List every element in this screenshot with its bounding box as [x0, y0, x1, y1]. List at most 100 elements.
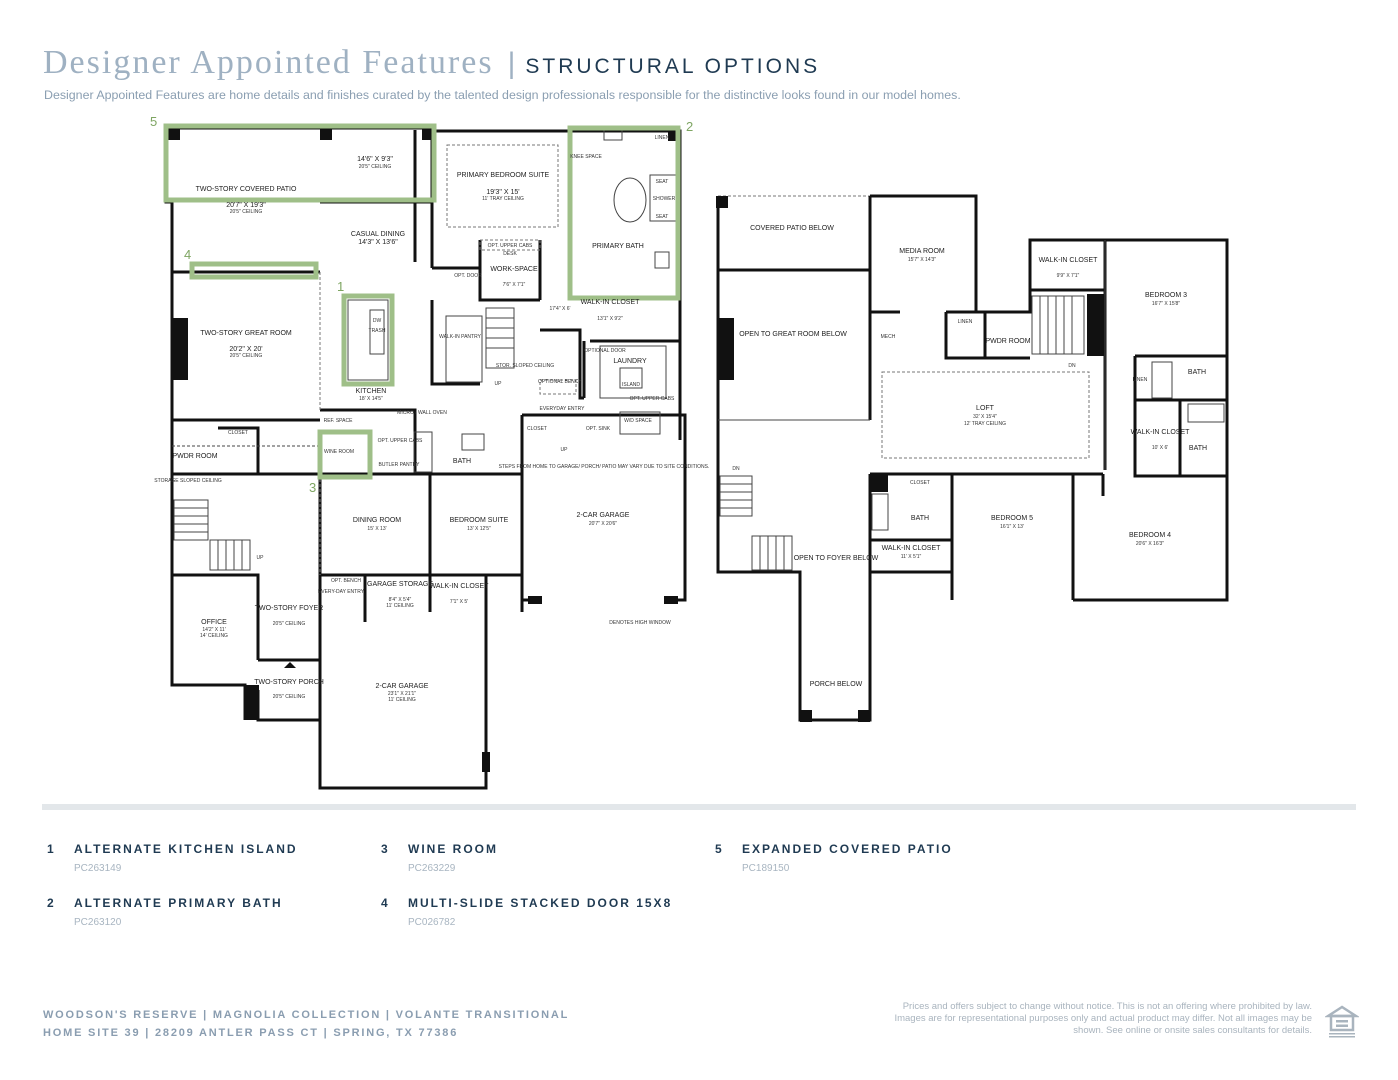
label: TRASH: [369, 328, 386, 334]
label: MICRO / WALL OVEN: [397, 410, 447, 416]
label: WALK-IN CLOSET: [882, 545, 942, 552]
label: OPEN TO GREAT ROOM BELOW: [739, 331, 847, 338]
label: LINEN: [655, 135, 670, 141]
first-floor-plan: 5 2 4 1 3 14'6" X 9'3" 20'5" CEILING TWO…: [150, 114, 710, 790]
option-1-highlight: [341, 293, 395, 387]
label: REF. SPACE: [324, 418, 353, 424]
callout-2: 2: [686, 119, 693, 134]
label: OPT. UPPER CABS: [378, 438, 423, 444]
header: Designer Appointed Features | STRUCTURAL…: [43, 44, 820, 88]
label: BATH: [453, 458, 471, 465]
label: 14'2" X 11': [202, 627, 225, 633]
option-3-highlight: [317, 429, 373, 480]
label: BEDROOM 3: [1145, 292, 1187, 299]
label: OPEN TO FOYER BELOW: [794, 555, 879, 562]
label: OPT. SINK: [586, 426, 611, 432]
label: 18' X 14'5": [359, 396, 383, 402]
label: SEAT: [656, 214, 669, 220]
label: 14'3" X 13'6": [358, 239, 398, 246]
label: OPTIONAL BENCH: [538, 379, 582, 385]
callout-4: 4: [184, 247, 191, 262]
label: TWO-STORY FOYER: [255, 605, 323, 612]
label: 14'6" X 9'3": [357, 156, 393, 163]
label: 23'1" X 21'1": [388, 691, 416, 697]
label: 8'4" X 5'4": [389, 597, 412, 603]
label: BEDROOM SUITE: [450, 517, 509, 524]
label: CLOSET: [527, 426, 547, 432]
callout-3: 3: [309, 480, 316, 495]
label: CLOSET: [228, 430, 248, 436]
label: WALK-IN PANTRY: [439, 334, 482, 340]
label: 14' CEILING: [200, 633, 228, 639]
disclaimer: Prices and offers subject to change with…: [894, 1001, 1312, 1036]
footer-line-2: HOME SITE 39 | 28209 ANTLER PASS CT | SP…: [43, 1027, 459, 1039]
label: 15'7" X 14'3": [908, 257, 936, 263]
label: WALK-IN CLOSET: [581, 299, 641, 306]
label: SEAT: [656, 179, 669, 185]
footer-line-1: WOODSON'S RESERVE | MAGNOLIA COLLECTION …: [43, 1009, 570, 1021]
page-title: Designer Appointed Features: [43, 44, 494, 81]
footer-address: WOODSON'S RESERVE | MAGNOLIA COLLECTION …: [43, 1006, 569, 1042]
label: ISLAND: [622, 382, 640, 388]
label: 16'7" X 15'8": [1152, 301, 1180, 307]
label: 20'7" X 20'6": [589, 521, 617, 527]
callout-1: 1: [337, 279, 344, 294]
label: TWO-STORY GREAT ROOM: [200, 330, 292, 337]
label: LAUNDRY: [613, 358, 647, 365]
label: LOFT: [976, 405, 995, 412]
label: LINEN: [1133, 377, 1148, 383]
label: COVERED PATIO BELOW: [750, 225, 834, 232]
label: MECH: [881, 334, 896, 340]
option-code: PC263149: [74, 863, 122, 874]
label: 13' X 12'5": [467, 526, 491, 532]
label: STEPS FROM HOME TO GARAGE/ PORCH/ PATIO …: [499, 464, 710, 470]
label: OPT. UPPER CABS: [630, 396, 675, 402]
label: WALK-IN CLOSET: [1131, 429, 1191, 436]
label: 2-CAR GARAGE: [577, 512, 630, 519]
label: WORK-SPACE: [490, 266, 538, 273]
label: CASUAL DINING: [351, 231, 405, 238]
label: 20'6" X 16'3": [1136, 541, 1164, 547]
label: 7'6" X 7'1": [503, 282, 526, 288]
label: PRIMARY BEDROOM SUITE: [457, 172, 550, 179]
label: PWDR ROOM: [985, 338, 1030, 345]
option-name: ALTERNATE KITCHEN ISLAND: [74, 842, 298, 856]
option-code: PC263120: [74, 917, 122, 928]
label: EVERY-DAY ENTRY: [318, 589, 365, 595]
label: W/D SPACE: [624, 418, 652, 424]
label: 19'3" X 15': [486, 189, 519, 196]
label: STORAGE SLOPED CEILING: [154, 478, 222, 484]
label: 12' TRAY CEILING: [964, 421, 1006, 427]
option-number: 3: [381, 842, 390, 856]
equal-housing-opportunity-icon: [1325, 1005, 1359, 1038]
option-code: PC026782: [408, 917, 456, 928]
option-number: 2: [47, 896, 56, 910]
page-subtitle: STRUCTURAL OPTIONS: [525, 55, 821, 78]
label: LINEN: [958, 319, 973, 325]
option-4-highlight: [189, 261, 319, 280]
label: 20'7" X 19'3": [226, 202, 266, 209]
option-name: EXPANDED COVERED PATIO: [742, 842, 953, 856]
label: TWO-STORY PORCH: [254, 679, 324, 686]
title-separator: |: [507, 47, 516, 80]
label: 32' X 15'4": [973, 414, 997, 420]
label: BATH: [911, 515, 929, 522]
label: DN: [1068, 363, 1076, 369]
label: 20'5" CEILING: [230, 209, 263, 215]
label: OPT. BENCH: [331, 578, 361, 584]
label: 11' TRAY CEILING: [482, 196, 524, 202]
option-name: WINE ROOM: [408, 842, 498, 856]
option-number: 5: [715, 842, 724, 856]
label: PORCH BELOW: [810, 681, 863, 688]
label: OPT. UPPER CABS: [488, 243, 533, 249]
label: DW: [373, 318, 382, 324]
label: EVERYDAY ENTRY: [540, 406, 586, 412]
label: BEDROOM 5: [991, 515, 1033, 522]
option-5-highlight: [163, 123, 437, 203]
label: BATH: [1189, 445, 1207, 452]
second-floor-plan: COVERED PATIO BELOW MEDIA ROOM 15'7" X 1…: [716, 194, 1229, 722]
label: 10' X 6': [1152, 445, 1168, 451]
label: DINING ROOM: [353, 517, 401, 524]
section-divider: [42, 804, 1356, 810]
label: MEDIA ROOM: [899, 248, 945, 255]
